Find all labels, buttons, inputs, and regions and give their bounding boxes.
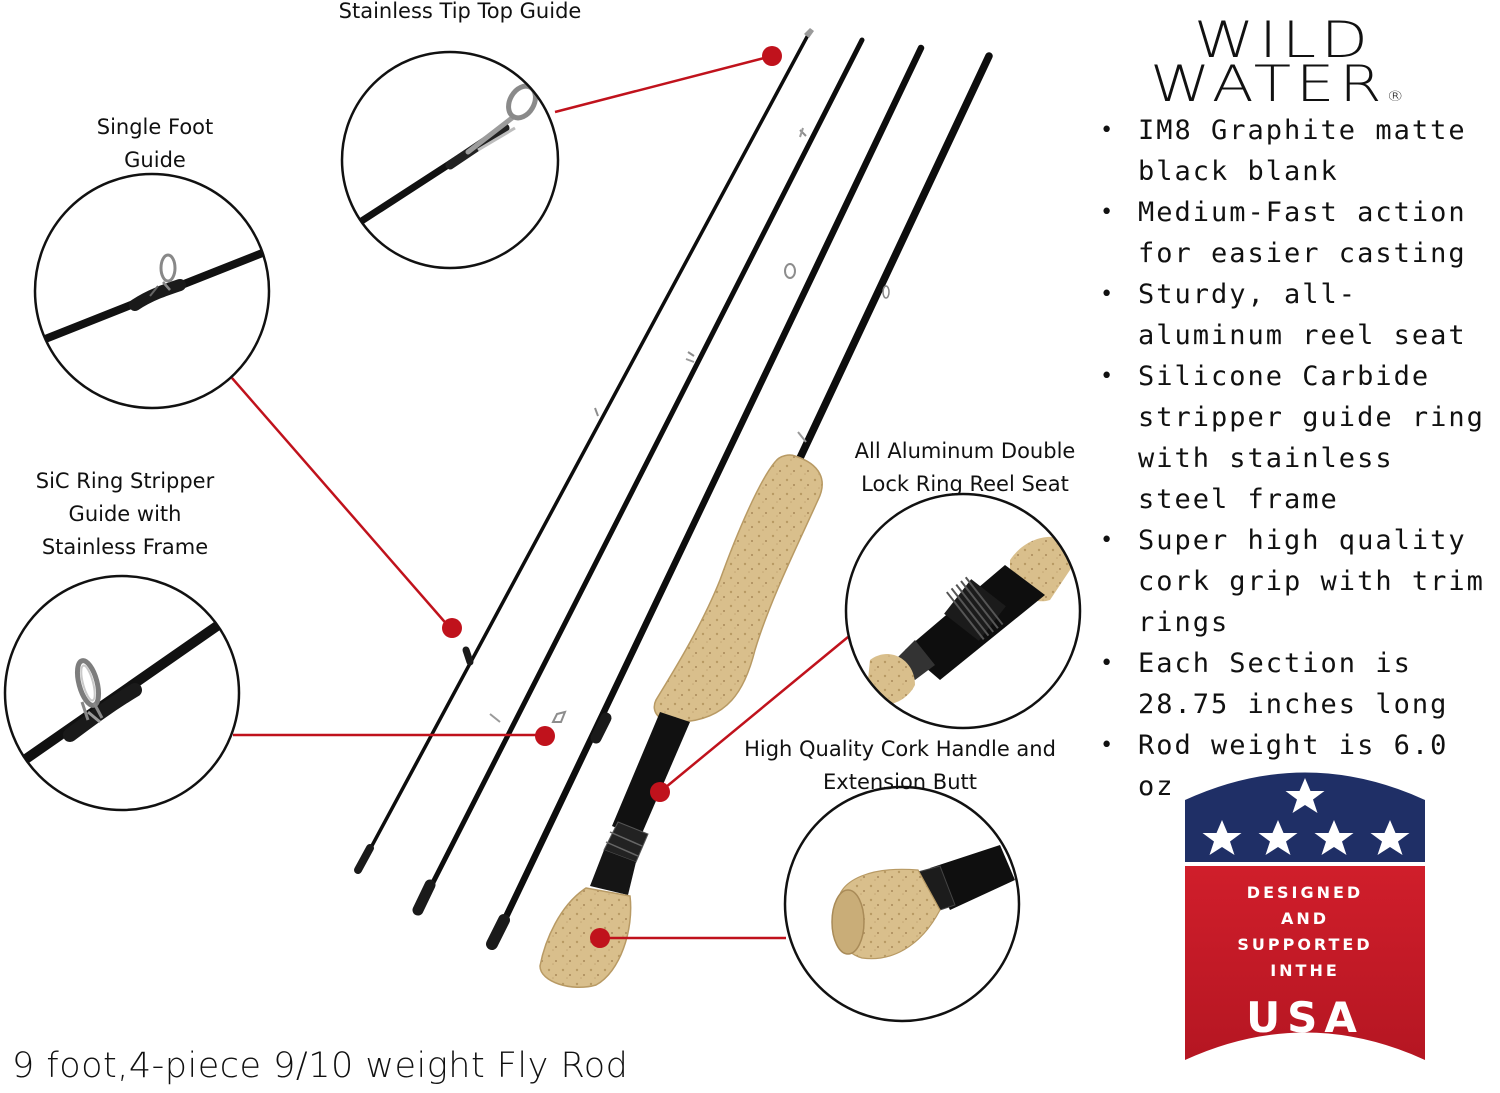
registered-mark: ® [1386,89,1404,105]
zoom-cork-handle [783,785,1021,1023]
badge-line-4: INTHE [1270,961,1340,980]
rod-mid-section [412,37,865,916]
feature-list: IM8 Graphite matte black blank Medium-Fa… [1098,110,1498,807]
label-reel-seat: All Aluminum Double Lock Ring Reel Seat [854,439,1076,496]
zoom-reel-seat [844,492,1082,730]
feature-item: Rod weight is 6.0 oz [1098,725,1498,807]
badge-line-1: DESIGNED [1247,883,1363,902]
feature-item: Sturdy, all-aluminum reel seat [1098,274,1498,356]
zoom-single-foot-guide [33,172,271,410]
brand-line-2: WATER® [1150,59,1500,119]
rod-butt-mid-section [486,44,925,950]
zoom-tip-top-guide [340,50,560,270]
feature-item: IM8 Graphite matte black blank [1098,110,1498,192]
badge-country: USA [1246,993,1364,1042]
label-cork-handle: High Quality Cork Handle and Extension B… [744,737,1056,794]
callout-connectors [231,46,849,948]
feature-item: Super high quality cork grip with trim r… [1098,520,1498,643]
label-stripper-guide: SiC Ring Stripper Guide with Stainless F… [35,469,215,559]
product-caption: 9 foot,4-piece 9/10 weight Fly Rod [12,1046,629,1086]
label-tip-top-guide: Stainless Tip Top Guide [338,0,582,23]
feature-item: Medium-Fast action for easier casting [1098,192,1498,274]
feature-item: Silicone Carbide stripper guide ring wit… [1098,356,1498,520]
rod-butt-section [539,52,993,989]
badge-line-2: AND [1281,909,1329,928]
brand-line-1: WILD [1193,11,1373,69]
brand-logo: WILD WATER® [1150,15,1440,119]
badge-line-3: SUPPORTED [1237,935,1372,954]
zoom-stripper-guide [3,574,241,812]
rod-tip-section [354,28,814,874]
feature-item: Each Section is 28.75 inches long [1098,643,1498,725]
brand-word-2: WATER [1150,55,1387,113]
lock-ring-threads [946,576,1004,640]
label-single-foot-guide: Single Foot Guide [96,115,214,172]
usa-badge: DESIGNED AND SUPPORTED INTHE USA [1185,772,1425,1060]
